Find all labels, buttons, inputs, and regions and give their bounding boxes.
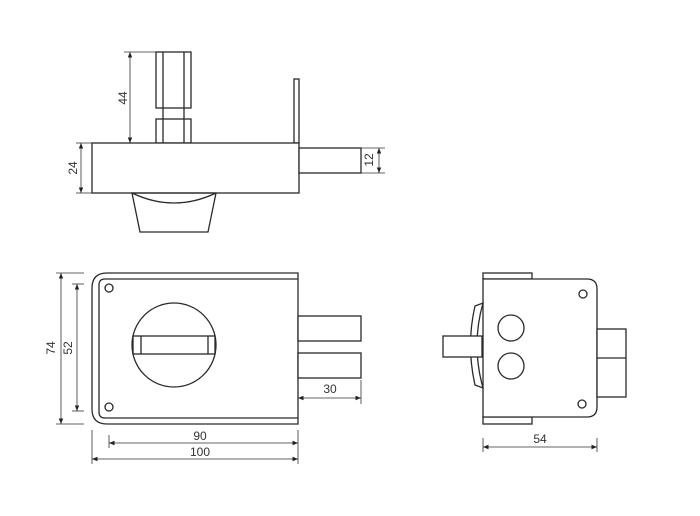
dimension-90: 90 — [108, 429, 299, 464]
svg-text:30: 30 — [323, 382, 337, 396]
svg-text:12: 12 — [362, 153, 376, 167]
front-view: 30 90 100 74 52 — [44, 272, 362, 464]
cylinder-tailpiece — [155, 51, 192, 144]
knob-top — [131, 192, 217, 233]
svg-text:74: 74 — [44, 341, 58, 355]
bottom-tab — [482, 416, 533, 425]
dimension-44: 44 — [116, 51, 156, 143]
screw-icon — [104, 283, 114, 293]
lock-body-side — [482, 278, 598, 418]
dimension-100: 100 — [91, 430, 298, 464]
svg-text:100: 100 — [190, 445, 210, 459]
mounting-plate — [293, 78, 300, 144]
svg-text:54: 54 — [533, 432, 547, 446]
screw-icon — [104, 402, 114, 412]
lock-body-top — [91, 142, 300, 194]
svg-text:44: 44 — [116, 91, 130, 105]
dimension-52: 52 — [61, 283, 84, 412]
bolt-lower — [297, 352, 362, 379]
screw-icon — [578, 289, 588, 299]
lock-case-inner — [98, 278, 298, 419]
cylinder-hole — [497, 314, 525, 342]
dimension-30: 30 — [298, 380, 362, 404]
top-view: 44 24 12 — [66, 51, 385, 233]
dimension-24: 24 — [66, 142, 92, 194]
svg-text:52: 52 — [61, 341, 75, 355]
dimension-12: 12 — [361, 147, 385, 174]
bolt-upper — [297, 315, 362, 342]
dimension-54: 54 — [482, 432, 598, 452]
top-tab — [482, 272, 533, 280]
svg-text:90: 90 — [193, 429, 207, 443]
bolt-side — [596, 328, 627, 398]
screw-icon — [577, 399, 587, 409]
cylinder-hole — [497, 352, 525, 380]
knob-slot — [132, 335, 216, 355]
svg-text:24: 24 — [66, 161, 80, 175]
side-view: 54 — [442, 272, 627, 452]
bolt-top — [298, 147, 362, 174]
knob-handle-side — [442, 335, 483, 358]
dimension-74: 74 — [44, 272, 84, 425]
